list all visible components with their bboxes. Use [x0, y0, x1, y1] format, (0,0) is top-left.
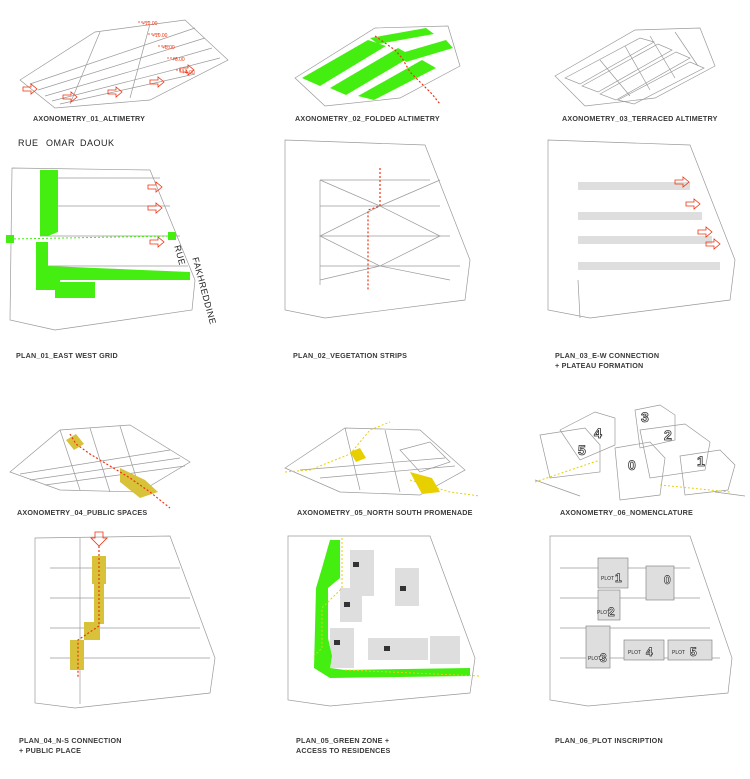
- plot-number: 4: [646, 645, 653, 659]
- panel-caption: AXONOMETRY_03_TERRACED ALTIMETRY: [562, 114, 718, 123]
- plan-05-drawing: [287, 535, 481, 707]
- panel-caption: AXONOMETRY_04_PUBLIC SPACES: [17, 508, 148, 517]
- plot-label: PLOT: [628, 650, 641, 656]
- axonometry-04-drawing: [9, 424, 191, 509]
- plan-06-plot-inscription: PLOT PLOT PLOT PLOT PLOT 1 2 3 4 5 0 PLA…: [500, 528, 750, 779]
- plot-number: 2: [608, 605, 615, 619]
- street-label: OMAR: [46, 138, 75, 148]
- plan-05-green-zone: PLAN_05_GREEN ZONE + ACCESS TO RESIDENCE…: [250, 528, 500, 779]
- panel-caption: PLAN_03_E-W CONNECTION: [555, 351, 660, 360]
- plot-label: PLOT: [597, 610, 610, 616]
- panel-caption-line-2: ACCESS TO RESIDENCES: [296, 746, 391, 755]
- panel-caption: PLAN_02_VEGETATION STRIPS: [293, 351, 408, 360]
- level-label: +10.00: [152, 33, 168, 39]
- axonometry-06-drawing: 3 4 2 5 0 1: [534, 404, 746, 501]
- panel-caption: AXONOMETRY_02_FOLDED ALTIMETRY: [295, 114, 440, 123]
- plot-number: 4: [594, 425, 602, 441]
- axonometry-02-folded-altimetry: AXONOMETRY_02_FOLDED ALTIMETRY: [250, 0, 500, 140]
- axonometry-01-drawing: +12.00 +10.00 +8.00 +6.00 +4.00: [19, 19, 229, 109]
- plot-number: 3: [641, 409, 649, 425]
- axonometry-02-drawing: [294, 25, 461, 107]
- plan-01-drawing: [6, 167, 196, 331]
- panel-caption: AXONOMETRY_05_NORTH SOUTH PROMENADE: [297, 508, 473, 517]
- plot-number: 5: [578, 442, 586, 458]
- plot-number: 3: [600, 651, 607, 665]
- axonometry-05-drawing: [284, 421, 481, 497]
- plot-number: 1: [615, 571, 622, 585]
- plan-02-drawing: [284, 139, 471, 319]
- level-label: +6.00: [172, 57, 185, 63]
- axonometry-05-north-south-promenade: AXONOMETRY_05_NORTH SOUTH PROMENADE: [250, 400, 500, 530]
- panel-caption: PLAN_05_GREEN ZONE +: [296, 736, 390, 745]
- panel-caption-line-2: + PUBLIC PLACE: [19, 746, 82, 755]
- plan-04-ns-connection: PLAN_04_N-S CONNECTION + PUBLIC PLACE: [0, 528, 250, 779]
- plot-number: 1: [697, 453, 705, 469]
- level-label: +4.00: [182, 70, 195, 76]
- plan-01-east-west-grid: RUE OMAR DAOUK RUE FAKHREDDINE PLAN_01_E…: [0, 138, 250, 380]
- panel-caption: PLAN_01_EAST WEST GRID: [16, 351, 118, 360]
- axonometry-04-public-spaces: AXONOMETRY_04_PUBLIC SPACES: [0, 400, 250, 530]
- panel-caption: PLAN_06_PLOT INSCRIPTION: [555, 736, 663, 745]
- plot-label: PLOT: [672, 650, 685, 656]
- plan-03-ew-connection: PLAN_03_E-W CONNECTION + PLATEAU FORMATI…: [500, 139, 750, 380]
- level-label: +12.00: [142, 21, 158, 27]
- plan-02-vegetation-strips: PLAN_02_VEGETATION STRIPS: [250, 139, 500, 380]
- street-label: DAOUK: [80, 138, 115, 148]
- street-label: RUE: [18, 138, 39, 148]
- panel-caption: AXONOMETRY_01_ALTIMETRY: [33, 114, 146, 123]
- axonometry-03-terraced-altimetry: AXONOMETRY_03_TERRACED ALTIMETRY: [500, 0, 750, 140]
- plot-number: 2: [664, 427, 672, 443]
- level-label: +8.00: [162, 45, 175, 51]
- axonometry-03-drawing: [554, 27, 716, 107]
- plot-label: PLOT: [601, 576, 614, 582]
- plan-04-drawing: [34, 531, 216, 709]
- axonometry-01-altimetry: +12.00 +10.00 +8.00 +6.00 +4.00 AXONOMET…: [0, 0, 250, 140]
- plot-label: PLOT: [588, 656, 601, 662]
- axonometry-06-nomenclature: 3 4 2 5 0 1 AXONOMETRY_06_NOMENCLATURE: [500, 400, 750, 530]
- panel-caption: PLAN_04_N-S CONNECTION: [19, 736, 122, 745]
- panel-caption: AXONOMETRY_06_NOMENCLATURE: [560, 508, 693, 517]
- plan-06-drawing: PLOT PLOT PLOT PLOT PLOT 1 2 3 4 5 0: [549, 535, 733, 707]
- plan-03-drawing: [547, 139, 736, 319]
- panel-caption-line-2: + PLATEAU FORMATION: [555, 361, 644, 370]
- plot-number: 0: [664, 573, 671, 587]
- plot-number: 5: [690, 645, 697, 659]
- plot-number: 0: [628, 457, 636, 473]
